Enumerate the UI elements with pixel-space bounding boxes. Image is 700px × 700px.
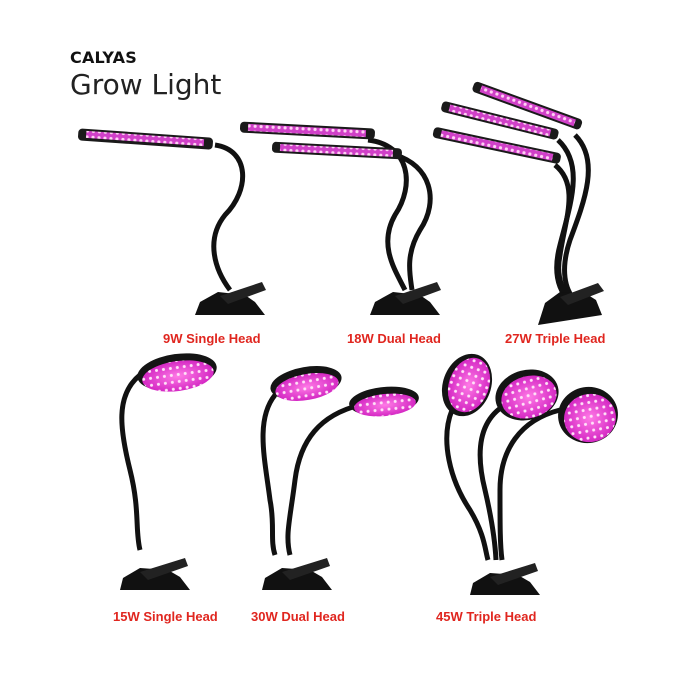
lamp-30w-dual-head [260,366,419,590]
caption-18w-dual-head: 18W Dual Head [347,331,441,346]
lamp-15w-single-head [119,353,217,590]
caption-30w-dual-head: 30W Dual Head [251,609,345,624]
lamp-18w-dual-head [239,121,441,315]
caption-15w-single-head: 15W Single Head [113,609,218,624]
lamp-9w-single-head [78,128,266,315]
caption-9w-single-head: 9W Single Head [163,331,261,346]
lamp-27w-triple-head [432,81,604,325]
page-title: Grow Light [70,68,222,101]
caption-27w-triple-head: 27W Triple Head [505,331,606,346]
caption-45w-triple-head: 45W Triple Head [436,609,537,624]
lamp-45w-triple-head [441,353,618,595]
brand-name: CALYAS [70,48,137,67]
